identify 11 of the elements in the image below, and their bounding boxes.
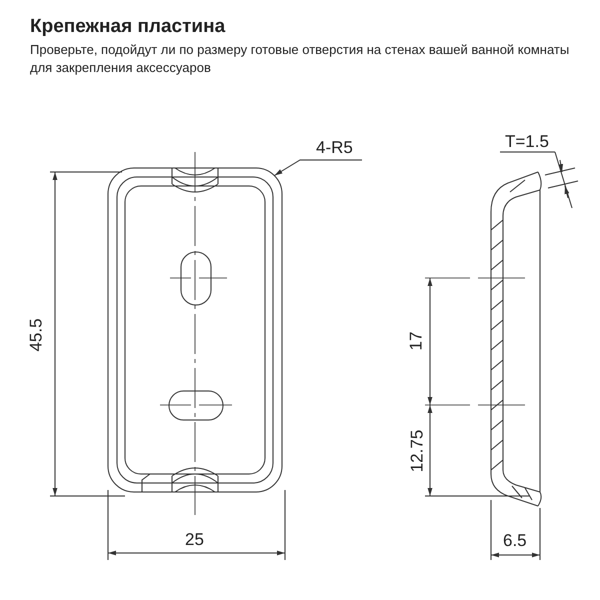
dimension-label: 17: [406, 332, 426, 350]
dimension-label: T=1.5: [505, 132, 549, 152]
dimension-label: 4-R5: [316, 138, 353, 158]
dimension-label: 45.5: [26, 318, 47, 352]
dimension-label: 25: [185, 530, 204, 550]
plate-front-drawing: [108, 168, 282, 492]
dimension-label: 12.75: [407, 430, 428, 472]
title: Крепежная пластина: [30, 16, 226, 38]
description-text: Проверьте, подойдут ли по размеру готовые отверстия на стенах вашей ванной комнаты для закрепления аксессуаров: [30, 41, 570, 77]
dimension-label: 6.5: [503, 531, 527, 551]
leader-line: [274, 160, 362, 176]
